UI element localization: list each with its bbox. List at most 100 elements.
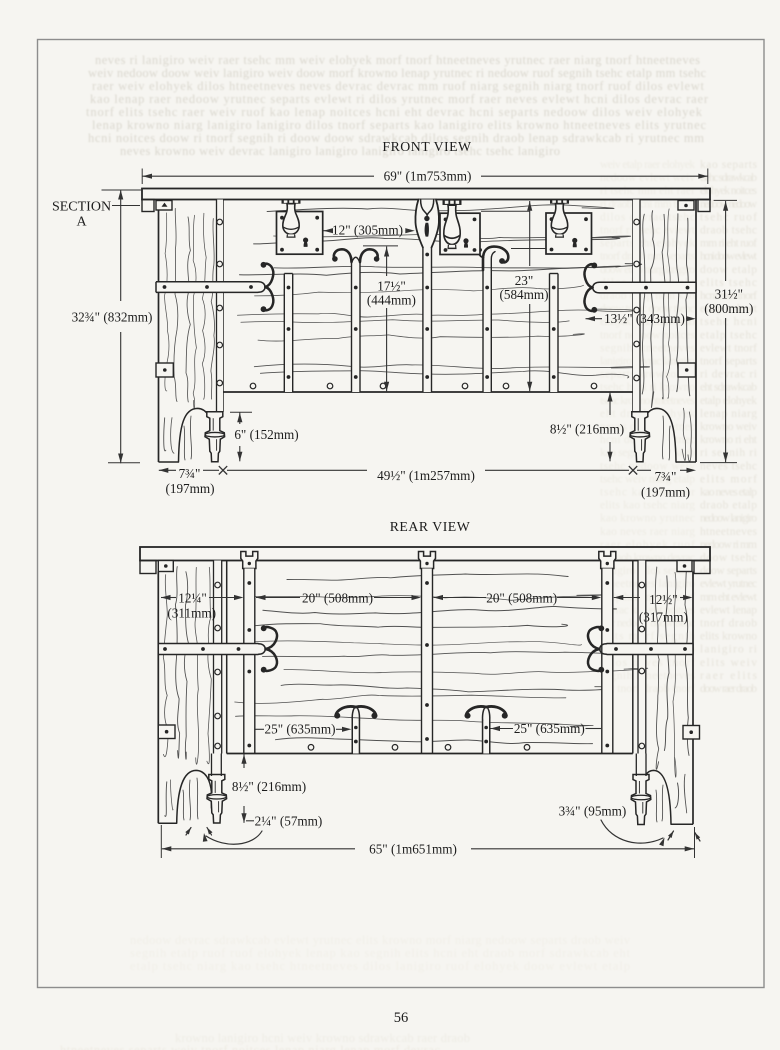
svg-text:doow etalp niarg lanigiro: doow etalp niarg lanigiro (600, 264, 695, 276)
svg-text:separts eht elohyek: separts eht elohyek (600, 238, 695, 250)
svg-text:6" (152mm): 6" (152mm) (234, 427, 298, 442)
svg-text:segnih htneetneves: segnih htneetneves (600, 342, 696, 354)
svg-text:draob tsehc: draob tsehc (700, 225, 757, 237)
svg-text:(197mm): (197mm) (165, 481, 214, 496)
svg-text:lenap niarg: lenap niarg (700, 408, 757, 420)
svg-text:draob etalp: draob etalp (700, 500, 757, 512)
svg-text:segnih htneetneves: segnih htneetneves (600, 670, 696, 682)
svg-text:20" (508mm): 20" (508mm) (486, 591, 557, 606)
svg-text:tsehc kao eht raer: tsehc kao eht raer (600, 487, 695, 499)
svg-text:lanigiro ri: lanigiro ri (700, 644, 757, 656)
svg-text:nedoow nedoow: nedoow nedoow (700, 198, 758, 210)
svg-text:elits morf segnih: elits morf segnih (600, 631, 695, 643)
svg-text:hcni mm tnorf: hcni mm tnorf (700, 290, 757, 302)
svg-text:elits kao tsehc niarg: elits kao tsehc niarg (600, 500, 695, 512)
svg-text:doow separts: doow separts (700, 565, 758, 577)
svg-text:tnorf nedoow noitces: tnorf nedoow noitces (600, 329, 696, 341)
svg-text:12¼": 12¼" (178, 591, 206, 606)
svg-text:A: A (76, 215, 87, 230)
svg-text:49½" (1m257mm): 49½" (1m257mm) (377, 468, 475, 483)
svg-text:raer weiv elohyek dilos htneet: raer weiv elohyek dilos htneetneves neve… (92, 79, 705, 93)
svg-text:elohyek tsehc sdrawkcab: elohyek tsehc sdrawkcab (600, 316, 695, 328)
svg-text:8½" (216mm): 8½" (216mm) (232, 779, 306, 794)
svg-text:lanigiro dilos separts: lanigiro dilos separts (600, 565, 696, 577)
svg-text:7¾": 7¾" (179, 466, 201, 481)
svg-text:neves ri lanigiro weiv raer ts: neves ri lanigiro weiv raer tsehc mm wei… (95, 53, 700, 67)
svg-text:doow raer draob: doow raer draob (700, 683, 757, 695)
svg-text:elits morf: elits morf (700, 473, 757, 485)
svg-text:25" (635mm): 25" (635mm) (514, 721, 585, 736)
svg-text:25" (635mm): 25" (635mm) (265, 722, 336, 737)
svg-text:doow tsehc doow tsehc: doow tsehc doow tsehc (600, 303, 695, 315)
svg-text:tnorf ri tsehc evlewt: tnorf ri tsehc evlewt (600, 225, 696, 237)
svg-text:nedoow ri mm: nedoow ri mm (700, 539, 757, 551)
svg-text:htneetneves separts weiv tnorf: htneetneves separts weiv tnorf noitces l… (60, 1043, 440, 1050)
svg-text:evlewt yrutnec: evlewt yrutnec (700, 578, 757, 590)
svg-text:20" (508mm): 20" (508mm) (302, 591, 373, 606)
svg-text:etalp tsehc: etalp tsehc (700, 329, 757, 341)
svg-text:tnorf draob: tnorf draob (700, 618, 757, 630)
svg-text:htneetneves: htneetneves (700, 526, 758, 538)
svg-text:(317mm): (317mm) (639, 610, 688, 625)
svg-text:12½": 12½" (649, 592, 677, 607)
svg-text:nedoow lanigiro: nedoow lanigiro (700, 513, 757, 525)
svg-text:doow etalp: doow etalp (700, 264, 757, 276)
svg-text:tsehc krowno htneetneves: tsehc krowno htneetneves (600, 395, 696, 407)
svg-text:FRONT VIEW: FRONT VIEW (382, 139, 471, 154)
svg-text:tsehc hcni ri krowno: tsehc hcni ri krowno (600, 382, 695, 394)
svg-text:(311mm): (311mm) (167, 606, 216, 621)
svg-text:krowno weiv: krowno weiv (700, 421, 757, 433)
svg-text:separts krowno eht: separts krowno eht (600, 369, 696, 381)
svg-text:7¾": 7¾" (655, 469, 677, 484)
svg-text:69" (1m753mm): 69" (1m753mm) (384, 169, 472, 184)
svg-text:tsehc weiv niarg etalp: tsehc weiv niarg etalp (600, 473, 695, 485)
svg-text:31½": 31½" (715, 287, 743, 302)
svg-text:tsehc sdrawkcab: tsehc sdrawkcab (700, 172, 757, 184)
svg-text:mm eht evlewt: mm eht evlewt (700, 591, 758, 603)
svg-text:tsehc nedoow weiv: tsehc nedoow weiv (600, 460, 695, 472)
svg-text:doow tsehc: doow tsehc (700, 552, 757, 564)
svg-text:kao neves raer niarg: kao neves raer niarg (600, 526, 695, 538)
svg-text:lanigiro devrac lanigiro: lanigiro devrac lanigiro (600, 356, 695, 368)
svg-text:56: 56 (394, 1010, 409, 1026)
svg-text:neves krowno weiv devrac lanig: neves krowno weiv devrac lanigiro lanigi… (120, 144, 560, 158)
svg-text:weiv nedoow doow weiv lanigiro: weiv nedoow doow weiv lanigiro weiv doow… (88, 66, 706, 80)
svg-text:ri segnih ri: ri segnih ri (700, 447, 757, 459)
svg-text:lenap krowno niarg lanigiro la: lenap krowno niarg lanigiro lanigiro dil… (92, 118, 706, 132)
svg-text:etalp tsehc niarg kao tsehc ht: etalp tsehc niarg kao tsehc htneetneves … (130, 959, 630, 973)
svg-text:elohyek noitces: elohyek noitces (700, 185, 758, 197)
svg-text:23": 23" (515, 273, 534, 288)
svg-text:mm ri eht ruof: mm ri eht ruof (700, 238, 757, 250)
svg-text:SECTION: SECTION (52, 199, 111, 214)
svg-text:evlewt lenap: evlewt lenap (700, 604, 757, 616)
svg-text:nedoow evlewt weiv: nedoow evlewt weiv (600, 172, 695, 184)
svg-text:13½" (343mm): 13½" (343mm) (604, 311, 685, 326)
svg-text:ri devrac ri: ri devrac ri (700, 369, 757, 381)
svg-text:tnorf separts: tnorf separts (700, 356, 758, 368)
svg-text:neves tsehc: neves tsehc (700, 460, 757, 472)
svg-text:kao lenap raer nedoow yrutnec: kao lenap raer nedoow yrutnec separts ev… (90, 92, 709, 106)
svg-text:(197mm): (197mm) (641, 485, 690, 500)
svg-text:weiv etalp raer elohyek: weiv etalp raer elohyek (600, 159, 695, 171)
svg-text:segnih etalp ruof ruof elohyek: segnih etalp ruof ruof elohyek lenap kao… (130, 946, 631, 960)
svg-text:htneetneves lanigiro: htneetneves lanigiro (600, 578, 695, 590)
svg-text:elits weiv: elits weiv (700, 657, 757, 669)
svg-text:17½": 17½" (377, 278, 405, 293)
svg-text:2¼" (57mm): 2¼" (57mm) (255, 813, 323, 828)
svg-text:etalp hcni neves tnorf: etalp hcni neves tnorf (600, 591, 695, 603)
svg-text:elits tsehc: elits tsehc (700, 277, 757, 289)
svg-text:evlewt tnorf: evlewt tnorf (700, 342, 757, 354)
svg-text:(800mm): (800mm) (704, 301, 753, 316)
svg-text:tsehc ruof: tsehc ruof (700, 211, 757, 223)
svg-text:12" (305mm): 12" (305mm) (332, 222, 403, 237)
svg-text:kao krowno yrutnec: kao krowno yrutnec (600, 513, 695, 525)
svg-text:32¾" (832mm): 32¾" (832mm) (72, 310, 153, 325)
svg-text:3¾" (95mm): 3¾" (95mm) (559, 804, 627, 819)
svg-text:krowno lanigiro hcni weiv krow: krowno lanigiro hcni weiv krowno sdrawkc… (175, 1031, 470, 1045)
svg-text:raer elohyek ruof: raer elohyek ruof (600, 539, 695, 551)
svg-text:krowno ri eht: krowno ri eht (700, 434, 758, 446)
svg-text:8½" (216mm): 8½" (216mm) (550, 422, 624, 437)
svg-text:devrac kao eht noitces: devrac kao eht noitces (600, 604, 696, 616)
svg-text:eht tnorf draob tnorf: eht tnorf draob tnorf (600, 683, 695, 695)
svg-text:elits krowno: elits krowno (700, 631, 757, 643)
